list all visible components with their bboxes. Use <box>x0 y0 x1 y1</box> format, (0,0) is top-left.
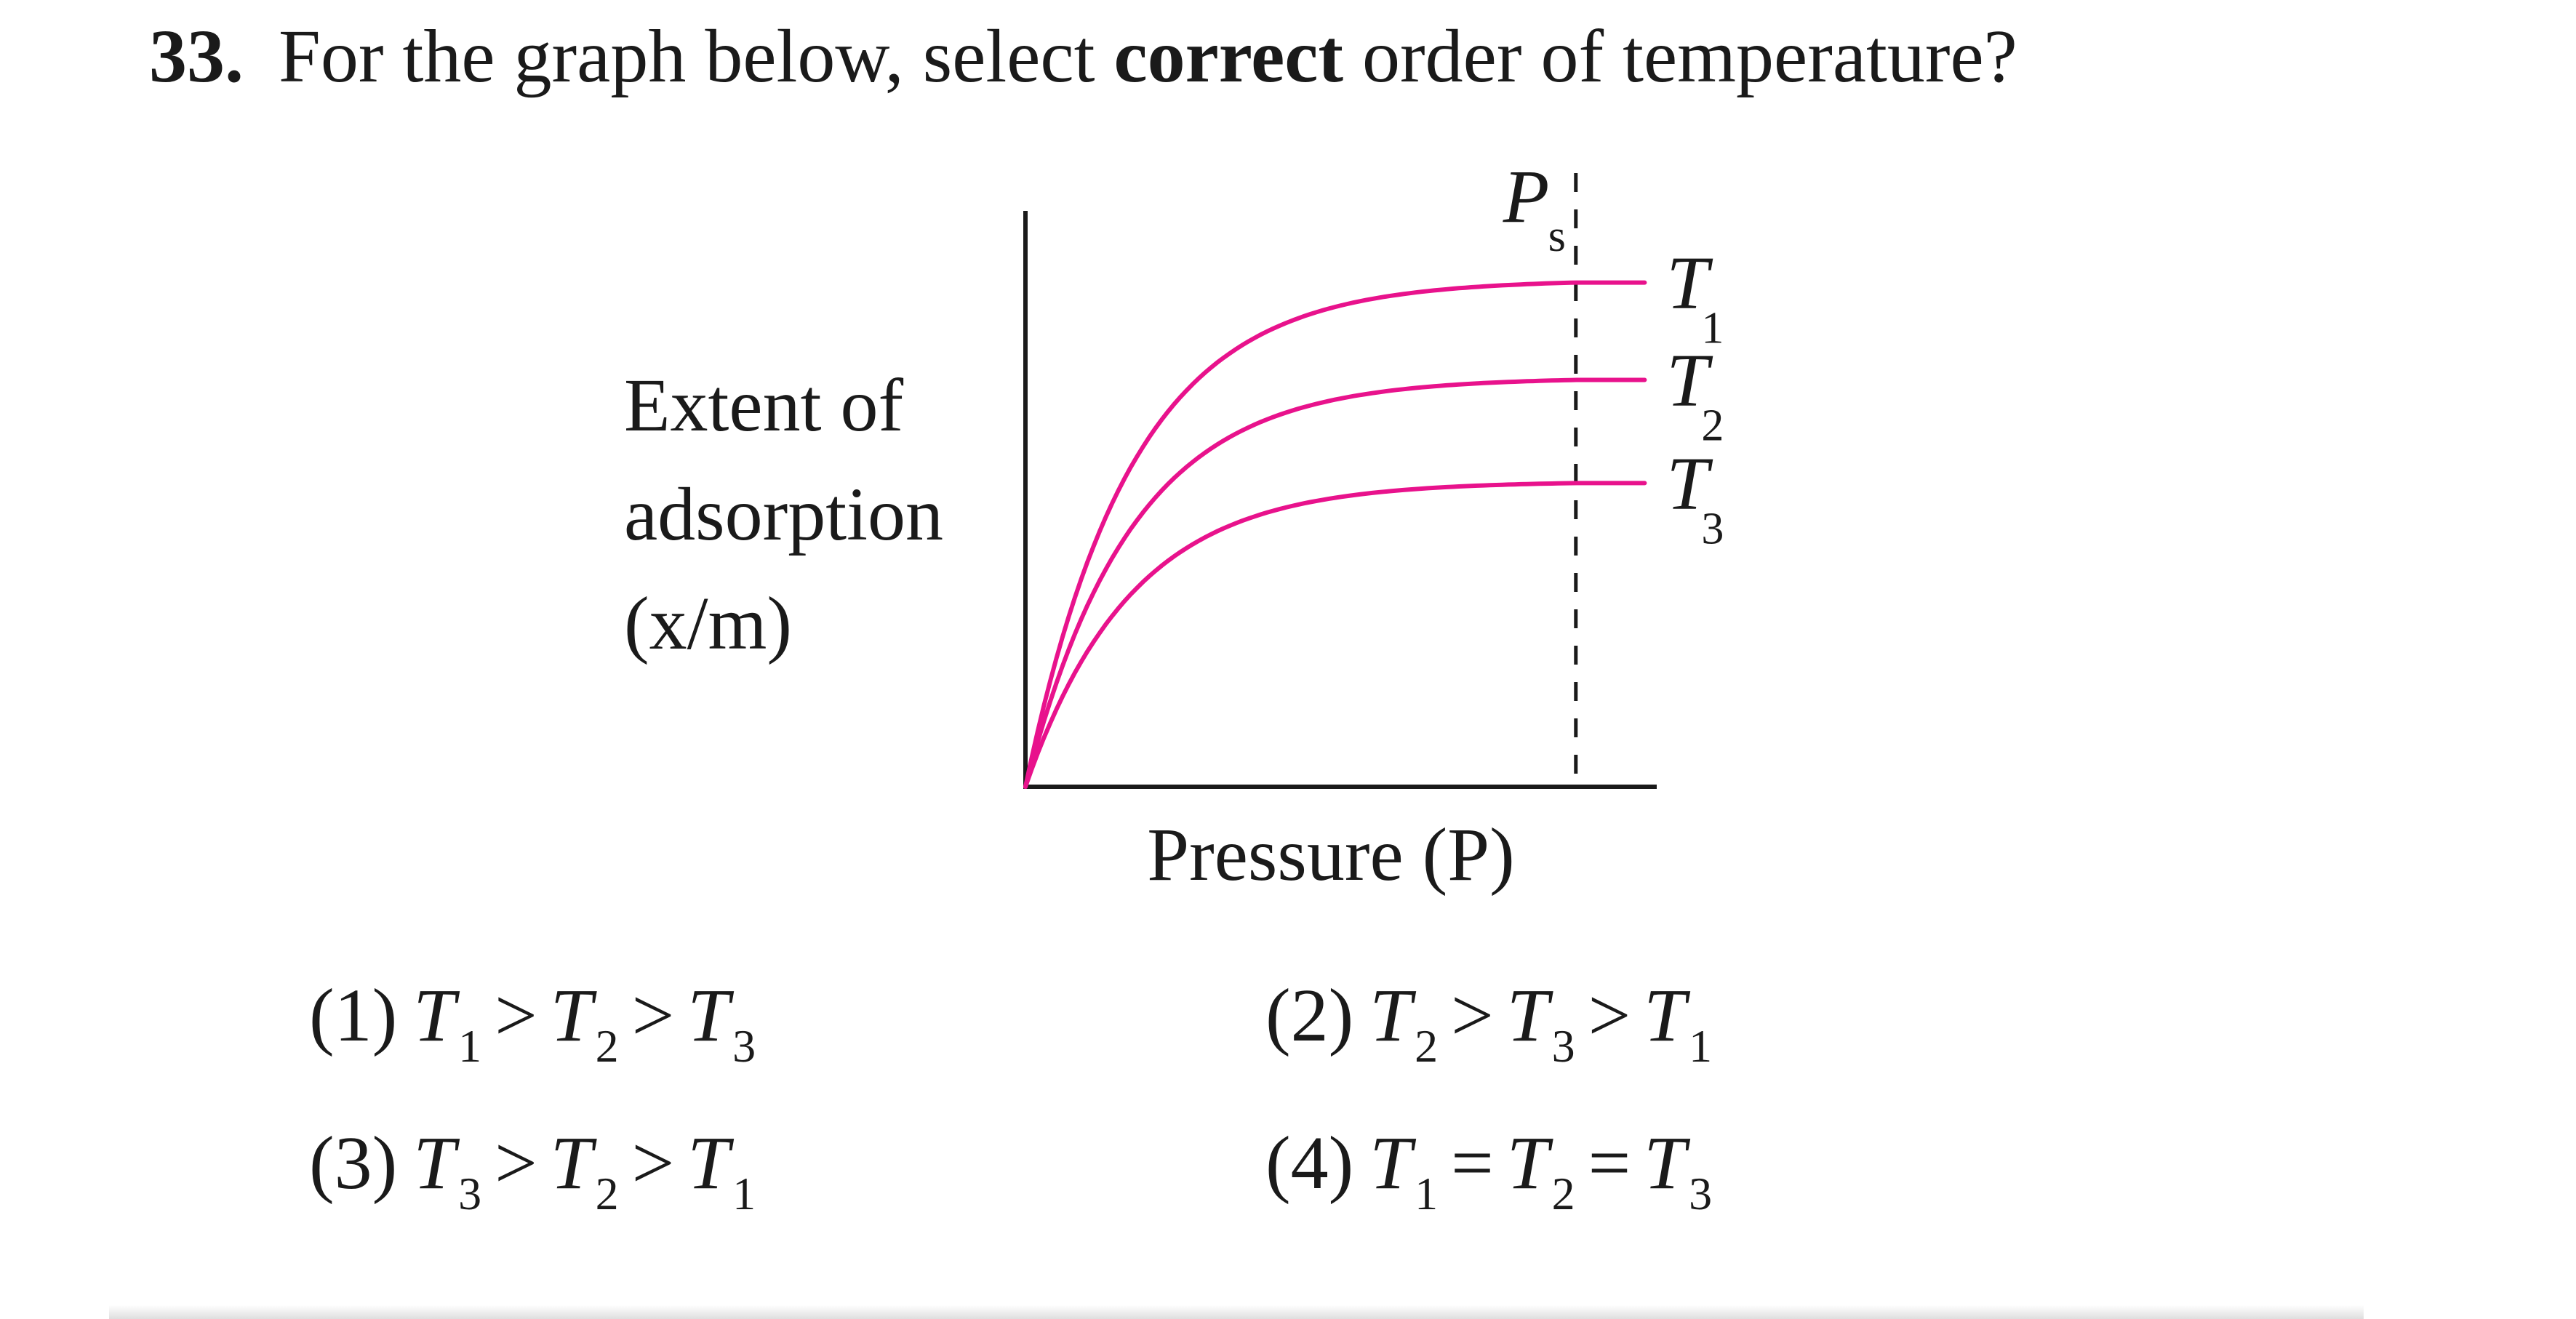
question-text-bold: correct <box>1113 15 1344 98</box>
option-variable: T <box>687 974 730 1057</box>
option-subscript: 3 <box>1551 1019 1575 1072</box>
option-number: (1) <box>309 974 398 1057</box>
option-3[interactable]: (3)T3>T2>T1 <box>309 1126 756 1217</box>
option-subscript: 2 <box>1551 1167 1575 1219</box>
series-label-2: T <box>1666 339 1713 422</box>
isotherm-curve-3 <box>1023 481 1647 789</box>
option-subscript: 3 <box>1689 1167 1713 1219</box>
option-subscript: 2 <box>1415 1019 1439 1072</box>
option-relation: > <box>631 1121 675 1205</box>
option-number: (4) <box>1265 1121 1354 1205</box>
option-4[interactable]: (4)T1=T2=T3 <box>1265 1126 1712 1217</box>
option-relation: > <box>495 1121 537 1205</box>
option-1[interactable]: (1)T1>T2>T3 <box>309 978 756 1070</box>
option-subscript: 1 <box>458 1019 482 1072</box>
option-subscript: 2 <box>595 1167 619 1219</box>
option-variable: T <box>1644 974 1687 1057</box>
series-label-subscript-3: 3 <box>1701 504 1724 553</box>
question-text: 33. For the graph below, select correct o… <box>149 13 2017 100</box>
option-variable: T <box>1506 1121 1549 1205</box>
option-relation: = <box>1588 1121 1631 1205</box>
series-label-subscript-2: 2 <box>1701 401 1724 451</box>
option-subscript: 2 <box>595 1019 619 1072</box>
isotherm-curve-1 <box>1023 280 1647 789</box>
option-variable: T <box>687 1121 730 1205</box>
option-variable: T <box>550 1121 593 1205</box>
question-text-after: order of temperature? <box>1343 15 2017 98</box>
option-variable: T <box>413 1121 456 1205</box>
y-axis-label-line-1: Extent of <box>624 364 903 447</box>
y-axis-label-line-3: (x/m) <box>624 582 792 665</box>
option-subscript: 1 <box>1689 1019 1713 1072</box>
option-relation: > <box>631 974 675 1057</box>
option-variable: T <box>413 974 456 1057</box>
option-relation: = <box>1451 1121 1494 1205</box>
isotherm-curve-2 <box>1023 377 1647 789</box>
option-subscript: 3 <box>732 1019 756 1072</box>
series-label-3: T <box>1666 441 1713 525</box>
option-number: (2) <box>1265 974 1354 1057</box>
option-variable: T <box>1506 974 1549 1057</box>
option-subscript: 3 <box>458 1167 482 1219</box>
option-subscript: 1 <box>1415 1167 1439 1219</box>
series-label-1: T <box>1666 241 1713 325</box>
question-number: 33. <box>149 15 244 98</box>
y-axis-label-line-2: adsorption <box>624 473 943 556</box>
option-relation: > <box>495 974 537 1057</box>
option-variable: T <box>1644 1121 1687 1205</box>
option-relation: > <box>1451 974 1494 1057</box>
option-variable: T <box>1369 974 1412 1057</box>
option-relation: > <box>1588 974 1631 1057</box>
series-label-subscript-1: 1 <box>1701 304 1724 353</box>
option-number: (3) <box>309 1121 398 1205</box>
saturation-pressure-label: P <box>1503 155 1550 238</box>
page-edge-shadow <box>109 1305 2364 1319</box>
option-variable: T <box>1369 1121 1412 1205</box>
option-variable: T <box>550 974 593 1057</box>
option-subscript: 1 <box>732 1167 756 1219</box>
x-axis-label: Pressure (P) <box>1147 813 1514 897</box>
saturation-pressure-subscript: s <box>1548 212 1566 261</box>
option-2[interactable]: (2)T2>T3>T1 <box>1265 978 1712 1070</box>
question-text-before: For the graph below, select <box>279 15 1114 98</box>
